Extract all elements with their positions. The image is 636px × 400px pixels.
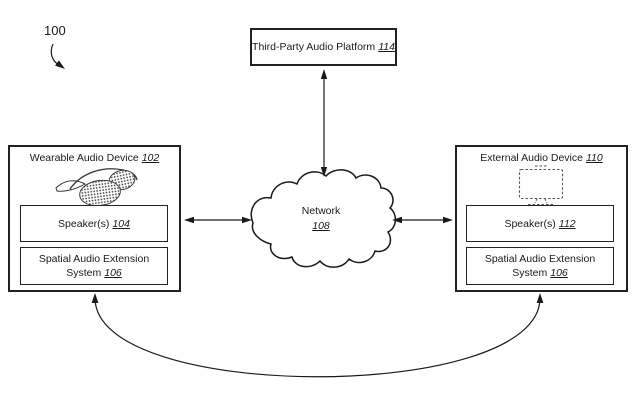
external-device-text: External Audio Device [480, 152, 583, 164]
arrow-network-external [392, 216, 453, 224]
external-spatial-line1: Spatial Audio Extension [484, 253, 596, 265]
wearable-device-text: Wearable Audio Device [29, 152, 139, 164]
ref-112: 112 [558, 217, 576, 230]
external-speakers-label: Speaker(s)112 [504, 217, 575, 231]
wearable-speakers-box: Speaker(s)104 [20, 205, 168, 242]
figure-number: 100 [44, 23, 66, 38]
wearable-spatial-line2: System [66, 267, 102, 279]
network-text: Network [301, 205, 341, 217]
ref-110: 110 [585, 152, 603, 164]
external-spatial-line2: System [512, 267, 548, 279]
arrow-wearable-network [184, 216, 252, 224]
ref-106-left: 106 [104, 267, 122, 279]
ref-106-right: 106 [550, 267, 568, 279]
arrow-platform-network [320, 69, 328, 177]
display-icon [518, 165, 564, 206]
third-party-platform-text: Third-Party Audio Platform [252, 41, 376, 53]
ref-102: 102 [141, 152, 160, 164]
wearable-spatial-line1: Spatial Audio Extension [38, 253, 150, 265]
arrow-wearable-external-arc [91, 293, 544, 378]
network-label: Network 108 [271, 204, 371, 234]
ref-114: 114 [378, 41, 395, 53]
external-speakers-box: Speaker(s)112 [466, 205, 614, 242]
ref-108: 108 [312, 220, 330, 232]
sunglasses-icon [55, 168, 138, 207]
ref-104: 104 [112, 217, 130, 230]
external-speakers-text: Speaker(s) [504, 217, 556, 230]
figure-number-arrow [50, 43, 65, 69]
wearable-speakers-label: Speaker(s)104 [58, 217, 130, 231]
wearable-speakers-text: Speaker(s) [58, 217, 110, 230]
